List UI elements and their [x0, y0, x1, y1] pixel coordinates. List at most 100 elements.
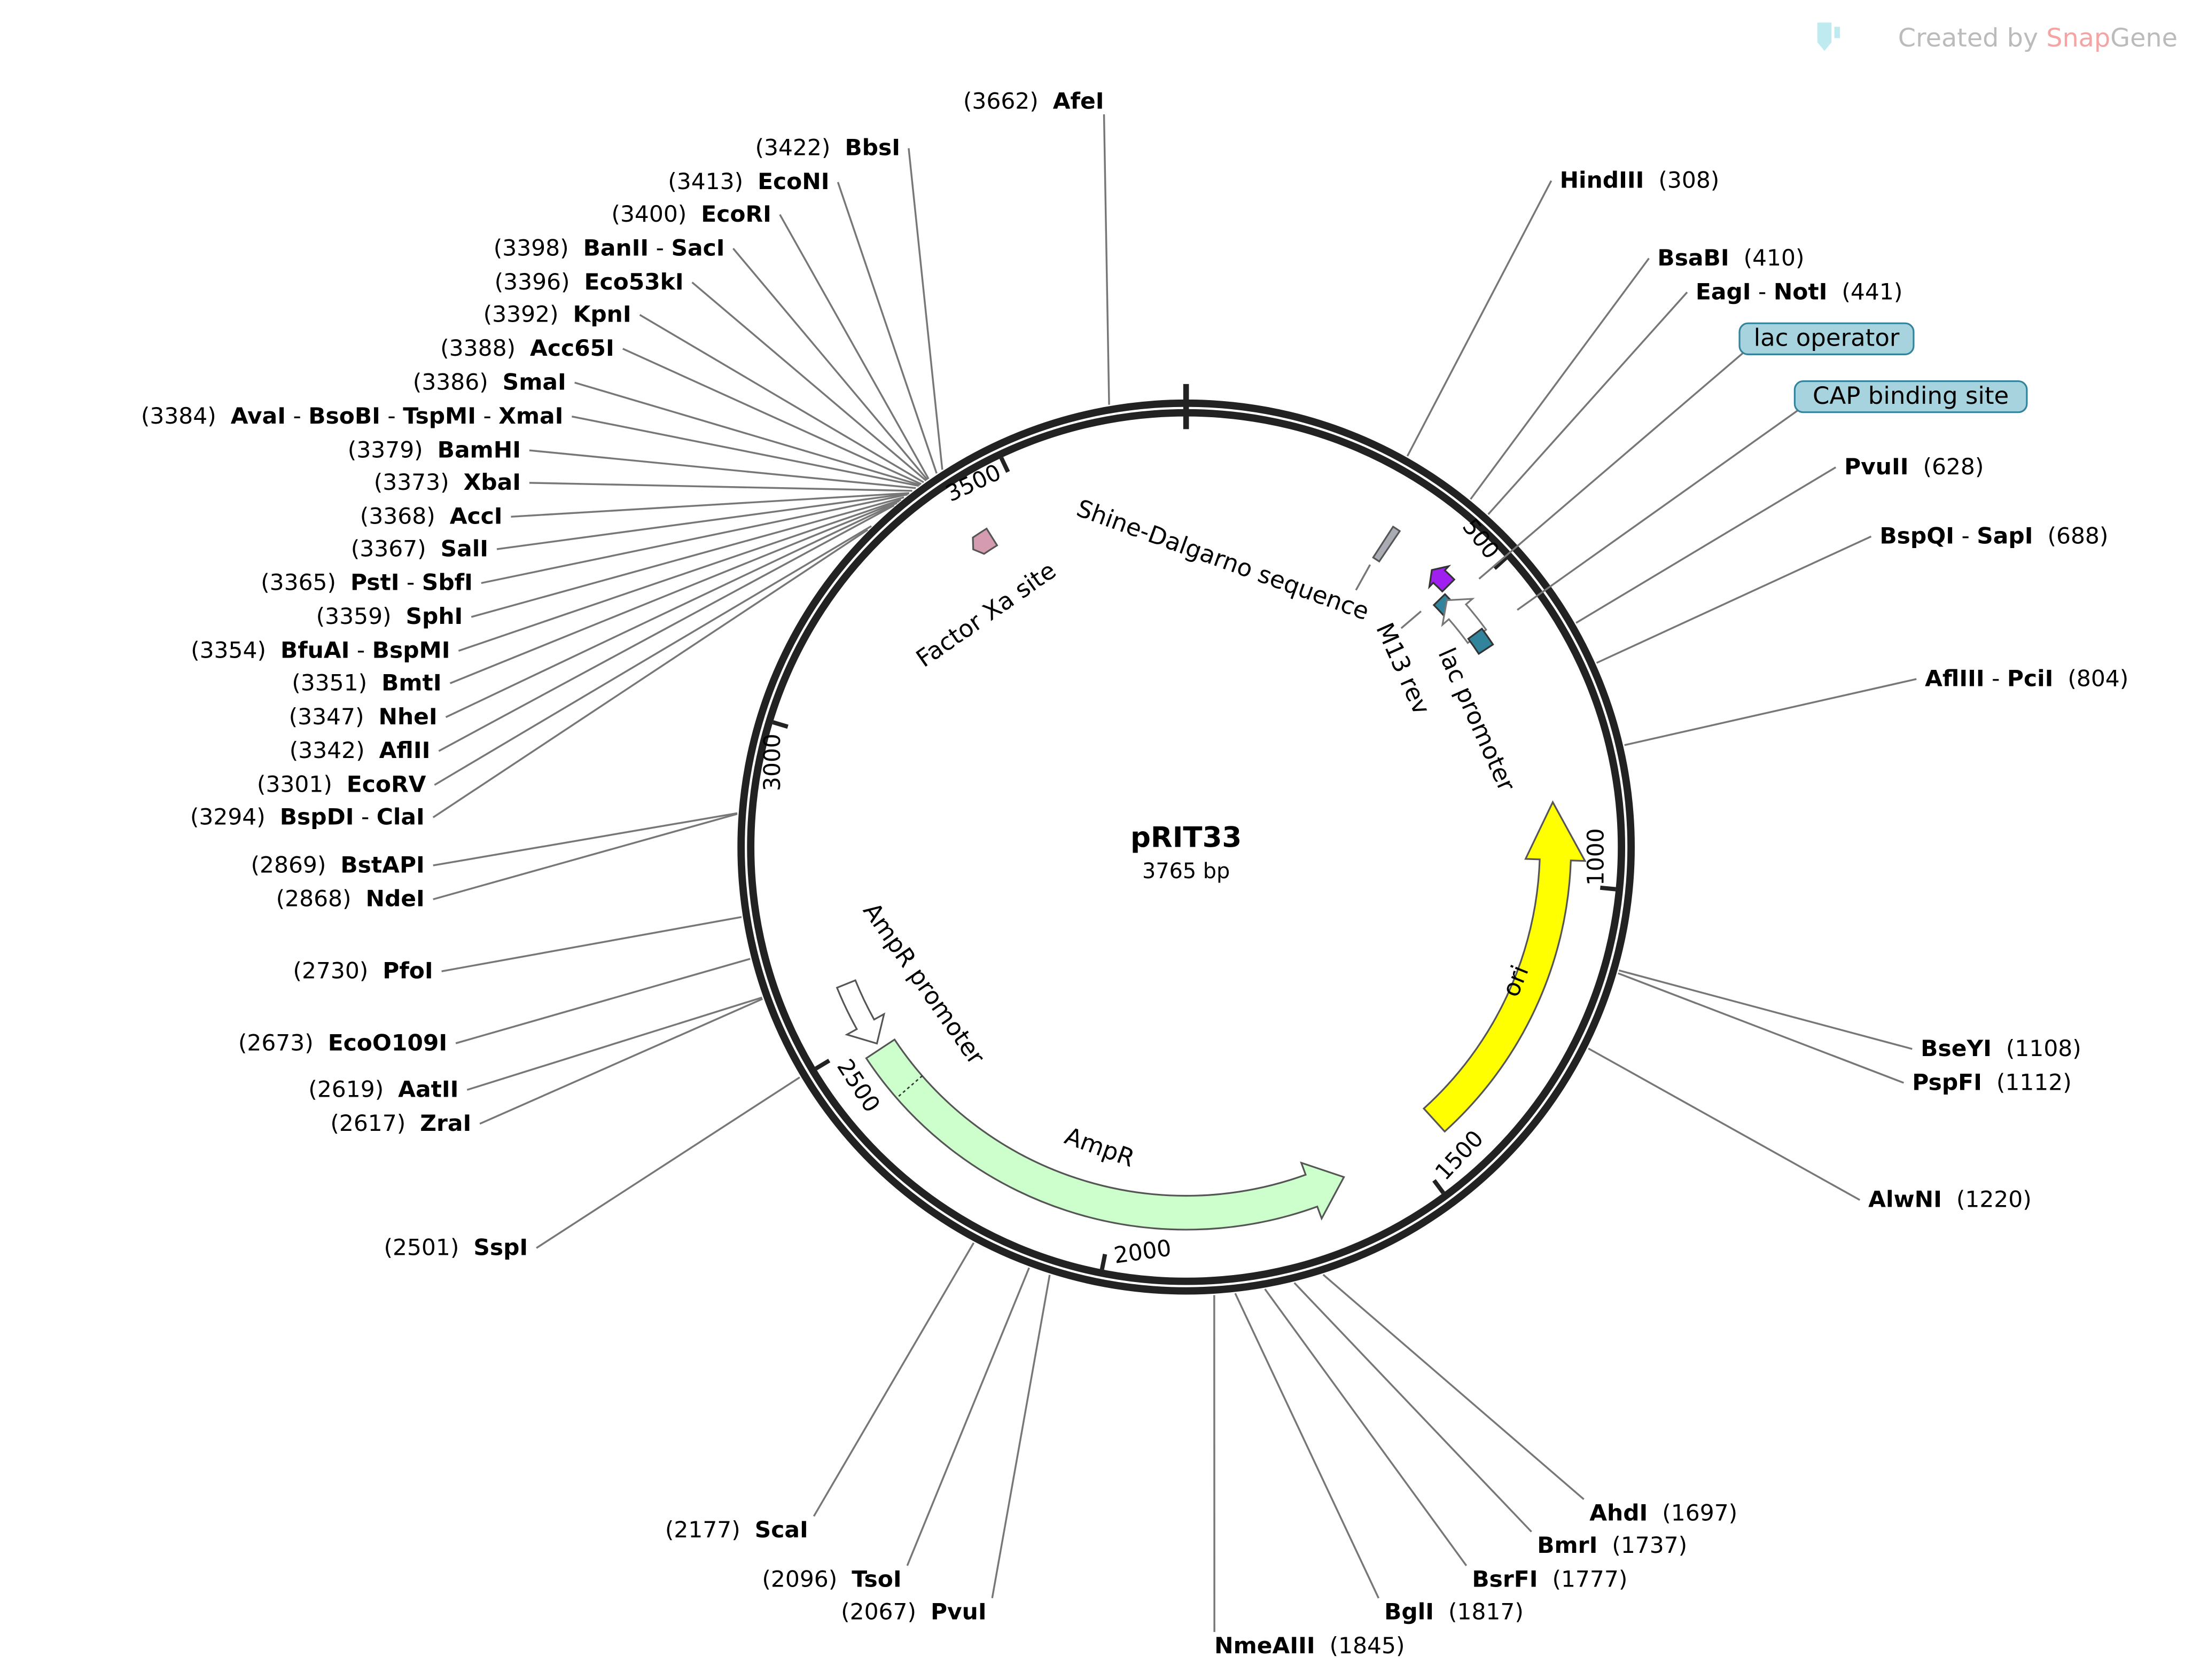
cut-site-leader: [441, 916, 742, 972]
signal-sequence-marker: [896, 1075, 923, 1099]
m13-rev-feature[interactable]: [1428, 565, 1456, 593]
tick-label: 500: [1457, 514, 1504, 564]
cut-site-label[interactable]: (2501) SspI: [384, 1234, 528, 1261]
cut-site-position: (2619): [308, 1076, 384, 1103]
cut-site-position: (3400): [611, 201, 686, 227]
cut-site-label[interactable]: AlwNI (1220): [1868, 1186, 2032, 1213]
cut-site-label[interactable]: (2096) TsoI: [762, 1566, 901, 1592]
cut-site-label[interactable]: (3379) BamHI: [348, 436, 521, 463]
cut-site-label[interactable]: (3368) AccI: [360, 503, 503, 529]
cut-site-name: SbfI: [422, 569, 473, 596]
tick-label: 2000: [1112, 1234, 1173, 1268]
cut-site-label[interactable]: AflIII - PciI (804): [1925, 665, 2128, 691]
cut-site-position: (3373): [374, 469, 449, 495]
cut-site-position: (1112): [1996, 1069, 2072, 1095]
cut-site-label[interactable]: (3367) SalI: [351, 535, 488, 561]
cut-site-name: ZraI: [420, 1110, 471, 1136]
cut-site-label[interactable]: (2617) ZraI: [330, 1110, 471, 1136]
cut-site-position: (2617): [330, 1110, 405, 1136]
cut-site-label[interactable]: (3373) XbaI: [374, 469, 521, 495]
cut-site-leader: [906, 1267, 1030, 1566]
cut-site-position: (2501): [384, 1234, 459, 1261]
cut-site-name: NmeAIII: [1214, 1632, 1315, 1659]
cut-site-name: AfeI: [1053, 88, 1104, 114]
cut-site-leader: [1618, 969, 1913, 1050]
cut-site-leader: [529, 482, 912, 492]
cap_site-callout[interactable]: [1793, 380, 2028, 413]
cut-site-label[interactable]: (3388) Acc65I: [440, 335, 614, 361]
cut-site-name: AhdI: [1589, 1499, 1648, 1526]
cut-site-name: BmtI: [381, 669, 441, 696]
cut-site-label[interactable]: (3392) KpnI: [483, 301, 631, 327]
cut-site-label[interactable]: (2868) NdeI: [276, 886, 425, 912]
cut-site-label[interactable]: (3342) AflII: [290, 737, 431, 763]
cut-site-position: (2067): [841, 1598, 916, 1624]
cut-site-name: PfoI: [383, 958, 433, 984]
cut-site-name: BglI: [1384, 1598, 1434, 1624]
cut-site-position: (2177): [665, 1517, 740, 1543]
cut-site-leader: [1624, 678, 1917, 746]
cut-site-label[interactable]: (3398) BanII - SacI: [494, 235, 725, 261]
shine-dalgarno-feature[interactable]: [1372, 525, 1401, 563]
cut-site-label[interactable]: BsaBI (410): [1657, 245, 1804, 271]
cut-site-name: BspMI: [372, 637, 450, 663]
lac-promoter-label: lac promoter: [1432, 644, 1521, 796]
cut-site-label[interactable]: (3384) AvaI - BsoBI - TspMI - XmaI: [141, 403, 564, 429]
cut-site-position: (2096): [762, 1566, 837, 1592]
tick-mark: [1432, 1179, 1445, 1194]
plasmid-name: pRIT33: [1130, 822, 1242, 854]
shine-dalgarno-label: Shine-Dalgarno sequence: [1073, 494, 1372, 626]
cut-site-label[interactable]: PspFI (1112): [1912, 1069, 2071, 1095]
cut-site-label[interactable]: BseYI (1108): [1921, 1035, 2081, 1061]
cut-site-label[interactable]: (3359) SphI: [316, 603, 463, 629]
cut-site-label[interactable]: (3422) BbsI: [755, 135, 900, 161]
cut-site-label[interactable]: BspQI - SapI (688): [1879, 523, 2108, 549]
cut-site-position: (3662): [963, 88, 1039, 114]
cut-site-label[interactable]: (3301) EcoRV: [257, 771, 426, 798]
cut-site-label[interactable]: (3662) AfeI: [963, 88, 1104, 114]
cap-site-feature[interactable]: [1467, 627, 1494, 655]
ampr-promoter-feature[interactable]: [836, 979, 886, 1045]
cut-site-label[interactable]: (2177) ScaI: [665, 1517, 808, 1543]
cut-site-label[interactable]: (3354) BfuAI - BspMI: [191, 637, 450, 663]
cut-site-name: AflII: [379, 737, 431, 763]
cut-site-name: Eco53kI: [584, 269, 684, 295]
cut-site-label[interactable]: (3386) SmaI: [413, 369, 566, 395]
cut-site-label[interactable]: (2673) EcoO109I: [238, 1029, 447, 1056]
cut-site-label[interactable]: BsrFI (1777): [1472, 1566, 1627, 1592]
cut-site-label[interactable]: HindIII (308): [1560, 167, 1720, 193]
cut-site-label[interactable]: EagI - NotI (441): [1696, 278, 1902, 304]
cut-site-label[interactable]: (3365) PstI - SbfI: [261, 569, 473, 596]
cut-site-label[interactable]: NmeAIII (1845): [1214, 1632, 1405, 1659]
tube-icon: [1817, 22, 1840, 51]
cut-site-position: (688): [2047, 523, 2108, 549]
lac-promoter-feature[interactable]: [1441, 598, 1487, 644]
cut-site-label[interactable]: (3400) EcoRI: [611, 201, 771, 227]
cut-site-label[interactable]: (3351) BmtI: [292, 669, 441, 696]
cut-site-name: BbsI: [845, 135, 900, 161]
ori-feature[interactable]: [1422, 800, 1587, 1133]
cut-site-leader: [466, 996, 762, 1091]
cut-site-label[interactable]: (3347) NheI: [289, 704, 438, 730]
cut-site-label[interactable]: (2619) AatII: [308, 1076, 458, 1103]
cut-site-label[interactable]: (2067) PvuI: [841, 1598, 987, 1624]
cut-site-label[interactable]: AhdI (1697): [1589, 1499, 1737, 1526]
cut-site-label[interactable]: BglI (1817): [1384, 1598, 1524, 1624]
cut-site-label[interactable]: PvuII (628): [1844, 454, 1984, 480]
cut-site-position: (1108): [2006, 1035, 2081, 1061]
cut-site-position: (1817): [1448, 1598, 1524, 1624]
cut-site-label[interactable]: BmrI (1737): [1537, 1532, 1687, 1558]
factor-xa-feature[interactable]: [972, 527, 998, 555]
cut-site-position: (3301): [257, 771, 332, 798]
cut-site-position: (2673): [238, 1029, 314, 1056]
cut-site-name: BfuAI: [280, 637, 349, 663]
lac_operator-callout[interactable]: [1738, 322, 1915, 355]
ampr-feature[interactable]: [865, 1038, 1345, 1231]
cut-site-label[interactable]: (3396) Eco53kI: [495, 269, 684, 295]
cut-site-name: PciI: [2007, 665, 2053, 691]
cut-site-label[interactable]: (3294) BspDI - ClaI: [190, 803, 425, 830]
m13-rev-label: M13 rev: [1370, 619, 1436, 719]
cut-site-label[interactable]: (2869) BstAPI: [251, 851, 425, 878]
cut-site-label[interactable]: (2730) PfoI: [293, 958, 433, 984]
cut-site-label[interactable]: (3413) EcoNI: [668, 168, 829, 194]
